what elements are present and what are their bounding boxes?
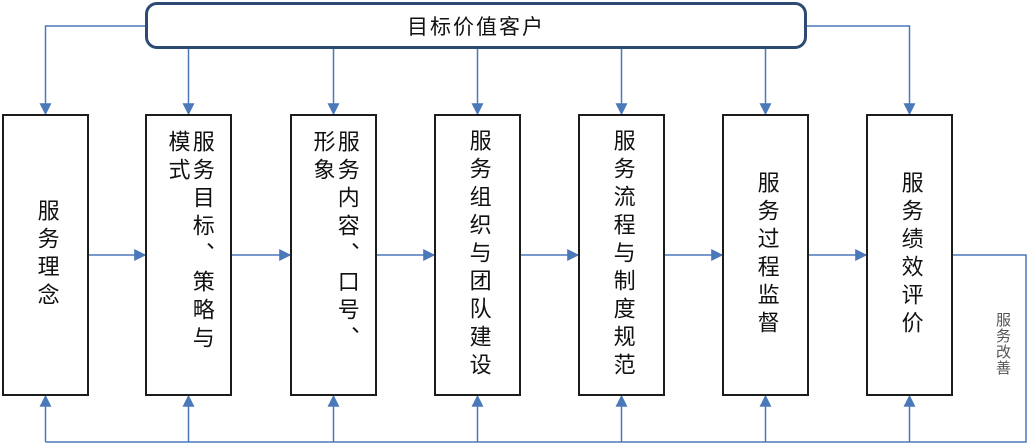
top-node-label: 目标价值客户 xyxy=(407,14,545,39)
top-to-node-1-arrow xyxy=(39,25,145,116)
top-node-target-customers: 目标价值客户 xyxy=(145,2,807,49)
node-label: 服务内容、口号、形象 xyxy=(309,130,359,354)
node-label: 服务组织与团队建设 xyxy=(465,129,491,381)
node-label: 服务过程监督 xyxy=(753,171,779,339)
node-service-process-standards: 服务流程与制度规范 xyxy=(578,114,665,396)
feedback-label-service-improvement: 服务改善 xyxy=(994,312,1012,376)
feedback-loop-line xyxy=(45,254,1027,443)
node-service-performance-evaluation: 服务绩效评价 xyxy=(866,114,953,396)
node-label: 服务目标、策略与模式 xyxy=(164,130,214,354)
node-service-organization-team: 服务组织与团队建设 xyxy=(434,114,521,396)
node-service-content-slogan-image: 服务内容、口号、形象 xyxy=(290,114,377,396)
node-label: 服务理念 xyxy=(33,199,59,311)
node-label: 服务绩效评价 xyxy=(897,171,923,339)
node-label: 服务流程与制度规范 xyxy=(609,129,635,381)
node-service-goals-strategy-model: 服务目标、策略与模式 xyxy=(145,114,232,396)
node-service-concept: 服务理念 xyxy=(2,114,89,396)
top-to-node-7-arrow xyxy=(807,25,916,116)
node-service-supervision: 服务过程监督 xyxy=(722,114,809,396)
